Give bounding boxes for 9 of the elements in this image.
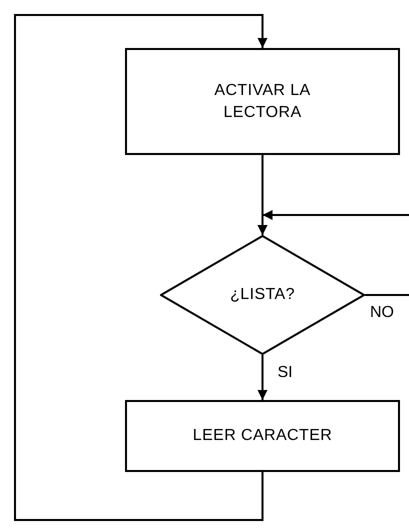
node-text: LEER CARACTER: [192, 426, 332, 446]
arrow: [14, 14, 268, 521]
process-box: [125, 400, 400, 472]
node-text: ¿LISTA?: [230, 285, 295, 305]
arrow: [258, 210, 409, 235]
decision-diamond: [160, 235, 365, 355]
arrow: [258, 355, 268, 400]
node-text: ACTIVAR LA LECTORA: [213, 80, 312, 122]
process-box: [125, 48, 400, 155]
